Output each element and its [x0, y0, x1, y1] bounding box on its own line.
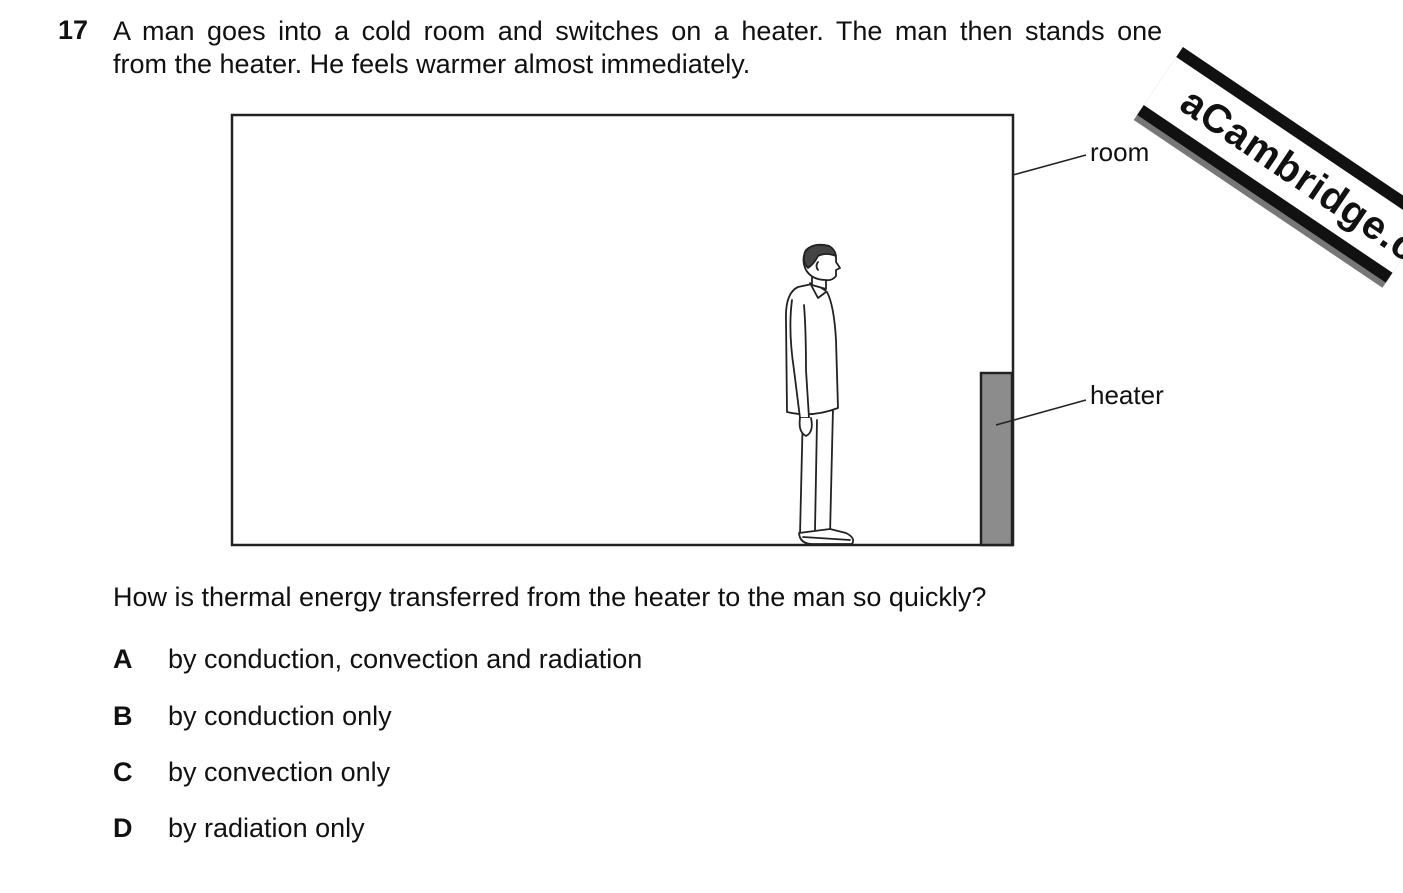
option-a-letter: A — [113, 644, 133, 674]
option-b-text: by conduction only — [168, 701, 392, 731]
question-prompt: How is thermal energy transferred from t… — [113, 582, 987, 612]
heater-block — [979, 371, 1014, 547]
room-outline — [230, 113, 1015, 547]
option-b-letter: B — [113, 701, 133, 731]
man-figure — [785, 243, 855, 545]
option-d-text: by radiation only — [168, 813, 365, 843]
option-c-text: by convection only — [168, 757, 391, 787]
question-stem-line-2: from the heater. He feels warmer almost … — [113, 49, 751, 79]
option-a-text: by conduction, convection and radiation — [168, 644, 643, 674]
room-label: room — [1090, 137, 1150, 167]
heater-leader-line — [995, 399, 1087, 426]
option-d-letter: D — [113, 813, 133, 843]
heater-label: heater — [1090, 380, 1164, 410]
option-c-letter: C — [113, 757, 133, 787]
question-stem-line-1: A man goes into a cold room and switches… — [113, 16, 1163, 46]
question-stem: A man goes into a cold room and switches… — [113, 15, 1353, 81]
question-number: 17 — [58, 15, 89, 45]
room-leader-line — [1012, 154, 1087, 176]
